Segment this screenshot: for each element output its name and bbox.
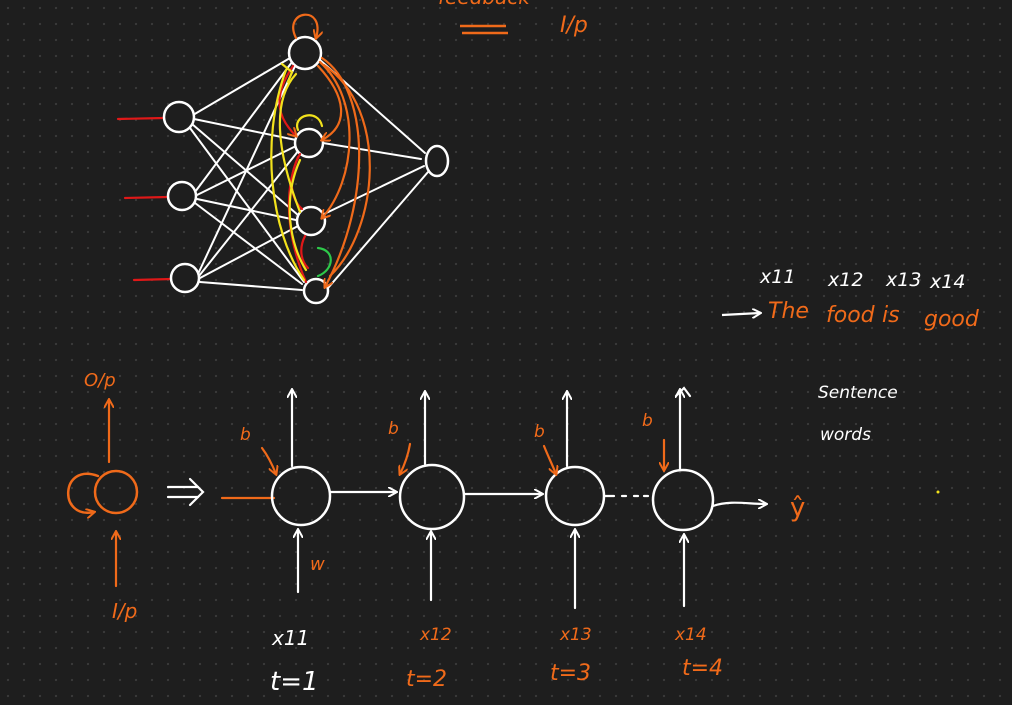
orange-feedback-arcs	[316, 56, 371, 287]
word-label-3: x13	[885, 269, 921, 291]
green-feedback-arc	[316, 246, 332, 278]
hidden-node-3	[295, 205, 327, 237]
double-underline	[460, 24, 508, 35]
input-arrows	[298, 530, 684, 610]
word-3: is	[882, 303, 900, 328]
compact-rnn: O/p I/p	[67, 370, 139, 623]
input-node-3	[169, 262, 201, 294]
word-index-labels: x11 x12 x13 x14	[759, 266, 965, 293]
sentence-arrow	[721, 313, 760, 315]
neural-network	[116, 13, 450, 305]
output-node	[424, 144, 450, 178]
input-line-1	[116, 116, 166, 121]
unrolled-rnn: b b b b w ŷ x11 x12 x13 x14 t=1 t=2 t=3 …	[220, 386, 805, 697]
rnn-cell-4	[651, 468, 715, 532]
sentence-note: Sentence	[818, 383, 898, 403]
x-label-3: x13	[559, 625, 592, 645]
compact-input-label: I/p	[112, 599, 137, 623]
input-node-1	[162, 100, 196, 134]
bias-label-4: b	[642, 411, 653, 431]
sentence-block: x11 x12 x13 x14 The food is good Sentenc…	[721, 266, 980, 494]
network-nodes	[162, 35, 450, 305]
rnn-cell-2	[398, 463, 466, 531]
sentence-words: The food is good	[768, 299, 980, 332]
word-label-2: x12	[827, 269, 863, 291]
rnn-cells	[270, 463, 715, 532]
word-1: The	[768, 299, 809, 324]
hidden-node-2	[293, 127, 325, 159]
words-note: words	[820, 425, 871, 445]
weight-label: w	[310, 554, 325, 575]
self-loop-arrow	[292, 13, 317, 38]
word-label-1: x11	[759, 266, 795, 288]
hidden-state-arrows	[328, 492, 766, 506]
timestep-t-labels: t=1 t=2 t=3 t=4	[270, 656, 723, 697]
yellow-feedback-arcs	[270, 62, 324, 282]
top-notes: feedback I/p	[438, 0, 588, 38]
input-hidden-connections	[189, 57, 305, 291]
bias-labels: b b b b	[240, 411, 653, 445]
output-arrows	[292, 386, 692, 471]
input-line-2	[123, 195, 170, 200]
hidden-node-4	[302, 277, 330, 305]
x-label-2: x12	[419, 625, 452, 645]
x-label-4: x14	[674, 625, 707, 645]
implies-arrow	[166, 477, 205, 507]
t-label-2: t=2	[406, 667, 447, 692]
hidden-node-1	[287, 35, 323, 71]
t-label-4: t=4	[682, 656, 723, 681]
compact-output-label: O/p	[84, 370, 116, 391]
compact-recurrent-loop	[67, 472, 100, 513]
bias-arrows	[260, 438, 664, 474]
stray-dot	[936, 490, 940, 494]
input-node-2	[166, 180, 198, 212]
ip-note-top: I/p	[560, 13, 588, 38]
word-label-4: x14	[929, 271, 965, 293]
word-4: good	[924, 307, 980, 332]
y-hat-label: ŷ	[790, 493, 805, 523]
bias-label-3: b	[534, 422, 545, 442]
input-line-3	[132, 277, 174, 282]
x-label-1: x11	[271, 626, 309, 650]
timestep-x-labels: x11 x12 x13 x14	[271, 625, 707, 650]
bias-label-2: b	[388, 419, 399, 439]
t-label-3: t=3	[550, 661, 591, 686]
rnn-cell-3	[544, 465, 606, 527]
t-label-1: t=1	[270, 667, 319, 697]
rnn-cell-1	[270, 465, 332, 527]
bias-label-1: b	[240, 425, 251, 445]
feedback-note: feedback	[438, 0, 531, 9]
word-2: food	[826, 303, 876, 328]
compact-rnn-node	[93, 469, 139, 515]
